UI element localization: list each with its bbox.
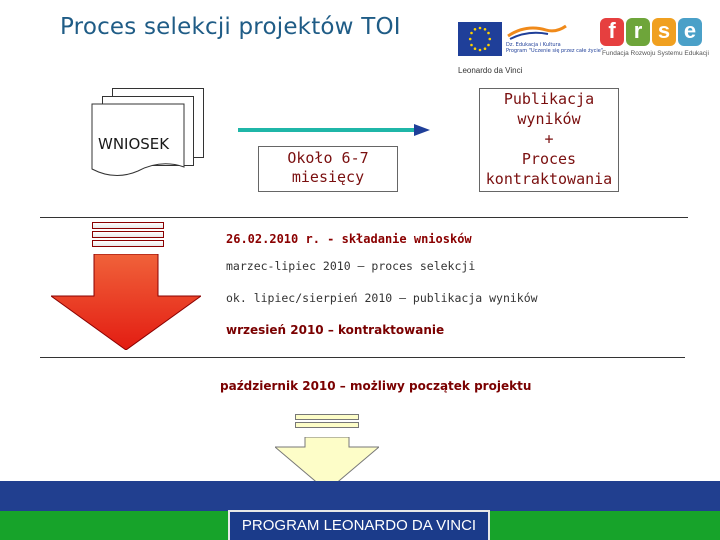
result-line-3: +	[544, 130, 554, 148]
stack-bar	[295, 414, 359, 420]
process-arrow-icon	[238, 124, 430, 136]
timeline-item-5: październik 2010 – możliwy początek proj…	[220, 379, 532, 393]
frse-letter-s: s	[652, 18, 676, 46]
stacked-bars	[92, 222, 164, 249]
frse-letters: f r s e	[600, 18, 702, 46]
timeline-item-4: wrzesień 2010 – kontraktowanie	[226, 323, 445, 337]
document-front: WNIOSEK	[91, 103, 185, 176]
result-line-5: kontraktowania	[485, 170, 613, 188]
eu-llp-logo: Dz. Edukacja i Kultura Program "Uczenie …	[458, 22, 603, 78]
divider-bottom	[40, 357, 685, 358]
frse-caption: Fundacja Rozwoju Systemu Edukacji	[602, 50, 709, 57]
timeline-item-1: 26.02.2010 r. - składanie wniosków	[226, 232, 472, 246]
stacked-bars-yellow	[295, 414, 359, 430]
result-line-1: Publikacja	[503, 90, 595, 108]
down-arrow-red-icon	[51, 254, 201, 350]
down-arrow-yellow-icon	[275, 437, 379, 491]
frse-letter-r: r	[626, 18, 650, 46]
application-documents: WNIOSEK	[91, 88, 207, 180]
stack-bar	[295, 422, 359, 428]
stack-bar	[92, 222, 164, 229]
result-line-4: Proces	[521, 150, 577, 168]
result-box: Publikacja wyników + Proces kontraktowan…	[479, 88, 619, 192]
timeline-item-3: ok. lipiec/sierpień 2010 – publikacja wy…	[226, 291, 538, 305]
eu-program-subtitle: Leonardo da Vinci	[458, 66, 523, 75]
divider-top	[40, 217, 688, 218]
timeline-item-2: marzec-lipiec 2010 – proces selekcji	[226, 259, 476, 273]
footer-band-blue	[0, 481, 720, 511]
eu-flag-icon	[458, 22, 502, 56]
frse-letter-e: e	[678, 18, 702, 46]
footer-label: PROGRAM LEONARDO DA VINCI	[228, 510, 490, 540]
duration-box: Około 6-7 miesięcy	[258, 146, 398, 192]
llp-swoosh-icon	[506, 22, 568, 56]
stack-bar	[92, 231, 164, 238]
stack-bar	[92, 240, 164, 247]
frse-logo: f r s e Fundacja Rozwoju Systemu Edukacj…	[600, 18, 710, 68]
duration-line-1: Około 6-7	[287, 149, 369, 167]
duration-line-2: miesięcy	[291, 168, 365, 186]
frse-letter-f: f	[600, 18, 624, 46]
application-label: WNIOSEK	[98, 135, 170, 153]
eu-program-text: Dz. Edukacja i Kultura Program "Uczenie …	[506, 42, 604, 54]
result-line-2: wyników	[517, 110, 581, 128]
page-title: Proces selekcji projektów TOI	[60, 14, 401, 40]
